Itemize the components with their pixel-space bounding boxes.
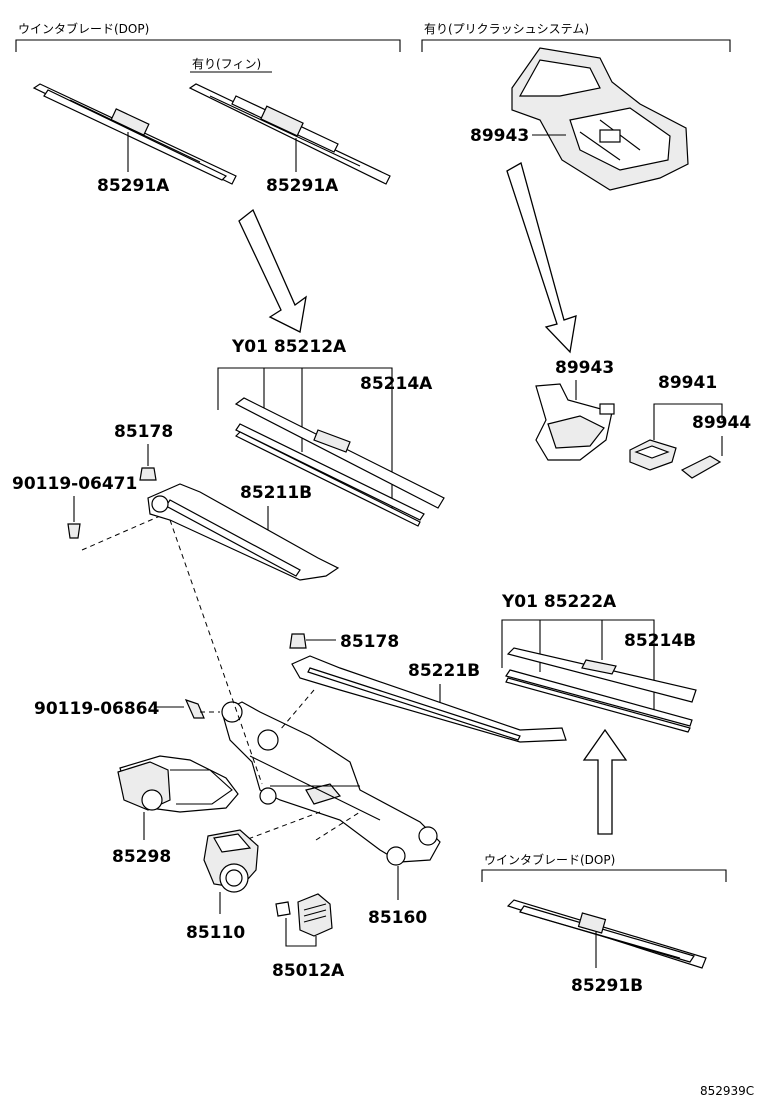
fin-note-label: 有り(フィン) bbox=[192, 57, 261, 71]
pad-89944 bbox=[680, 455, 722, 479]
wiper-linkage-85160 bbox=[221, 701, 441, 866]
winter-blade-85291B bbox=[506, 899, 707, 969]
bolt-90119-06864 bbox=[184, 699, 205, 719]
part-85110: 85110 bbox=[186, 923, 245, 943]
part-85160: 85160 bbox=[368, 908, 427, 928]
bracket-85222A bbox=[501, 619, 655, 714]
part-85291A-left: 85291A bbox=[97, 176, 170, 196]
header-precrash-system: 有り(プリクラッシュシステム) bbox=[424, 22, 589, 36]
part-89944: 89944 bbox=[692, 413, 751, 433]
part-85291B: 85291B bbox=[571, 976, 643, 996]
bracket-85212A bbox=[217, 367, 393, 508]
motor-cover-85298 bbox=[117, 755, 239, 813]
part-85214A: 85214A bbox=[360, 374, 433, 394]
bracket-89941 bbox=[653, 403, 723, 440]
bracket-85012A bbox=[285, 918, 317, 947]
part-89941: 89941 bbox=[658, 373, 717, 393]
part-90119-06471: 90119-06471 bbox=[12, 474, 137, 494]
part-Y01-85222A: Y01 85222A bbox=[501, 592, 617, 612]
sensor-unit-89941 bbox=[629, 439, 677, 471]
part-85298: 85298 bbox=[112, 847, 171, 867]
bracket-top-left bbox=[15, 39, 401, 52]
header-winter-blade-bottom-right: ウインタブレード(DOP) bbox=[484, 852, 615, 867]
part-89943-top: 89943 bbox=[470, 126, 529, 146]
part-85221B: 85221B bbox=[408, 661, 480, 681]
dashline-motor-linkage bbox=[239, 811, 321, 843]
arrow-up-right bbox=[582, 728, 628, 835]
wiper-arm-85211B bbox=[147, 483, 340, 581]
part-Y01-85212A: Y01 85212A bbox=[231, 337, 347, 357]
arrow-down-left bbox=[238, 208, 307, 333]
nut-85178-top bbox=[139, 467, 157, 481]
nut-85178-mid bbox=[289, 633, 307, 649]
wiper-motor-85110 bbox=[203, 829, 259, 893]
winter-blade-right bbox=[188, 83, 391, 185]
dashline-arm-linkage bbox=[169, 519, 263, 785]
bracket-bottom-right bbox=[481, 869, 727, 882]
header-winter-blade-top-left: ウインタブレード(DOP) bbox=[18, 21, 149, 36]
connector-85012A bbox=[275, 893, 333, 937]
camera-bracket-89943 bbox=[535, 383, 615, 461]
part-90119-06864: 90119-06864 bbox=[34, 699, 160, 719]
precrash-cover-89943 bbox=[511, 47, 689, 191]
part-89943-mid: 89943 bbox=[555, 358, 614, 378]
diagram-code: 852939C bbox=[700, 1084, 754, 1098]
part-85012A: 85012A bbox=[272, 961, 345, 981]
part-85178-top: 85178 bbox=[114, 422, 173, 442]
dashline-bolt-arm bbox=[81, 515, 161, 551]
part-85211B: 85211B bbox=[240, 483, 312, 503]
bolt-90119-06471 bbox=[67, 523, 81, 539]
wiper-arm-85221B bbox=[291, 655, 567, 743]
part-85214B: 85214B bbox=[624, 631, 696, 651]
winter-blade-left bbox=[32, 83, 237, 185]
part-85178-mid: 85178 bbox=[340, 632, 399, 652]
part-85291A-right: 85291A bbox=[266, 176, 339, 196]
bracket-top-right bbox=[421, 39, 731, 52]
wiper-blade-85222A bbox=[505, 647, 697, 733]
wiper-blade-85212A bbox=[234, 397, 445, 527]
arrow-down-right bbox=[506, 162, 577, 354]
